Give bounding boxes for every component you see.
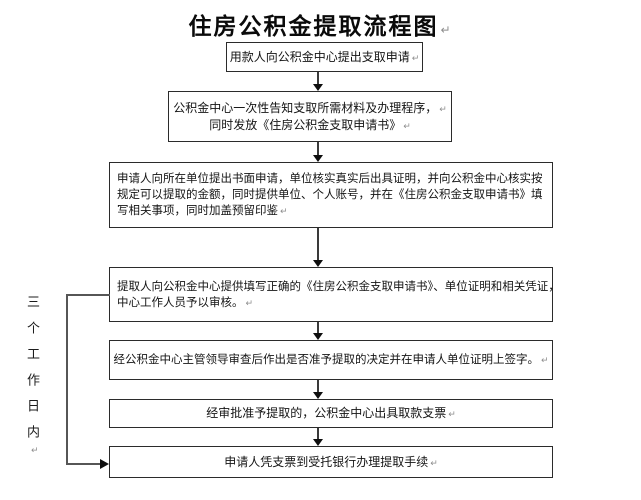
flow-step-6-line: 经审批准予提取的，公积金中心出具取款支票↵ — [110, 405, 552, 422]
side-label-duration: 三个工作日内 — [25, 295, 40, 451]
bracket-line-top — [66, 294, 110, 296]
page-title: 住房公积金提取流程图↵ — [0, 7, 641, 41]
flow-step-7: 申请人凭支票到受托银行办理提取手续↵ — [109, 446, 553, 478]
return-mark: ↵ — [245, 297, 254, 308]
flow-step-5-text: 经公积金中心主管领导审查后作出是否准予提取的决定并在申请人单位证明上签字。 — [113, 354, 539, 366]
flow-step-2: 公积金中心一次性告知支取所需材料及办理程序，↵ 同时发放《住房公积金支取申请书》… — [168, 91, 452, 142]
arrow-step6-to-step7 — [312, 428, 324, 446]
arrow-head-icon — [313, 155, 323, 162]
arrow-line — [317, 428, 319, 440]
arrow-line — [317, 228, 319, 261]
flow-step-2-line: 同时发放《住房公积金支取申请书》↵ — [169, 117, 451, 134]
flow-step-3: 申请人向所在单位提出书面申请，单位核实真实后出具证明，并向公积金中心核实按 规定… — [109, 162, 553, 228]
flow-step-5: 经公积金中心主管领导审查后作出是否准予提取的决定并在申请人单位证明上签字。↵ — [109, 340, 553, 380]
return-mark: ↵ — [403, 120, 411, 131]
arrow-head-icon — [313, 333, 323, 340]
arrow-step4-to-step5 — [312, 322, 324, 340]
arrow-line — [317, 142, 319, 156]
flow-step-2-line: 公积金中心一次性告知支取所需材料及办理程序，↵ — [169, 100, 451, 117]
arrow-step1-to-step2 — [312, 72, 324, 91]
flow-step-6: 经审批准予提取的，公积金中心出具取款支票↵ — [109, 399, 553, 428]
arrow-line — [317, 72, 319, 85]
arrow-line — [317, 380, 319, 393]
flow-step-1-text: 用款人向公积金中心提出支取申请 — [229, 49, 410, 64]
arrow-head-icon — [313, 260, 323, 267]
return-mark: ↵ — [280, 206, 288, 216]
flow-step-3-line: 写相关事项，同时加盖预留印鉴↵ — [110, 203, 552, 219]
flow-step-2-text: 同时发放《住房公积金支取申请书》 — [209, 117, 402, 132]
bracket-line-bottom — [66, 463, 101, 465]
return-mark: ↵ — [440, 23, 453, 37]
flow-step-7-text: 申请人凭支票到受托银行办理提取手续 — [224, 454, 429, 469]
return-mark: ↵ — [439, 103, 447, 114]
return-mark: ↵ — [540, 355, 549, 365]
return-mark: ↵ — [448, 409, 456, 419]
arrow-line — [317, 322, 319, 334]
return-mark: ↵ — [430, 457, 438, 468]
flow-step-5-line: 经公积金中心主管领导审查后作出是否准予提取的决定并在申请人单位证明上签字。↵ — [110, 352, 552, 368]
arrow-head-icon — [313, 392, 323, 399]
flow-step-1: 用款人向公积金中心提出支取申请↵ — [226, 42, 423, 72]
flow-step-7-line: 申请人凭支票到受托银行办理提取手续↵ — [110, 454, 552, 471]
flow-step-3-text: 规定可以提取的金额，同时提供单位、个人账号，并在《住房公积金支取申请书》填 — [117, 189, 543, 201]
arrow-head-icon — [313, 439, 323, 446]
flow-step-3-text: 写相关事项，同时加盖预留印鉴 — [117, 205, 278, 217]
flow-step-3-line: 规定可以提取的金额，同时提供单位、个人账号，并在《住房公积金支取申请书》填 — [110, 187, 552, 203]
flow-step-4-text: 中心工作人员予以审核。 — [117, 296, 244, 309]
arrow-step3-to-step4 — [312, 228, 324, 267]
bracket-line-vertical — [66, 294, 68, 465]
return-mark: ↵ — [31, 445, 39, 455]
flow-step-4: 提取人向公积金中心提供填写正确的《住房公积金支取申请书》、单位证明和相关凭证， … — [109, 267, 560, 322]
flow-step-3-line: 申请人向所在单位提出书面申请，单位核实真实后出具证明，并向公积金中心核实按 — [110, 171, 552, 187]
flow-step-4-line: 提取人向公积金中心提供填写正确的《住房公积金支取申请书》、单位证明和相关凭证， — [110, 279, 560, 295]
flow-step-3-text: 申请人向所在单位提出书面申请，单位核实真实后出具证明，并向公积金中心核实按 — [117, 173, 543, 185]
arrow-step5-to-step6 — [312, 380, 324, 399]
flow-step-1-line: 用款人向公积金中心提出支取申请↵ — [227, 49, 422, 66]
flow-step-6-text: 经审批准予提取的，公积金中心出具取款支票 — [206, 406, 447, 420]
flow-step-2-text: 公积金中心一次性告知支取所需材料及办理程序， — [173, 100, 438, 115]
arrow-step2-to-step3 — [312, 142, 324, 162]
page-title-text: 住房公积金提取流程图 — [188, 13, 439, 39]
arrow-head-icon — [313, 84, 323, 91]
flow-step-4-text: 提取人向公积金中心提供填写正确的《住房公积金支取申请书》、单位证明和相关凭证， — [117, 280, 560, 293]
return-mark: ↵ — [411, 52, 420, 63]
flow-step-4-line: 中心工作人员予以审核。↵ — [110, 295, 552, 311]
arrow-head-icon — [100, 459, 109, 469]
